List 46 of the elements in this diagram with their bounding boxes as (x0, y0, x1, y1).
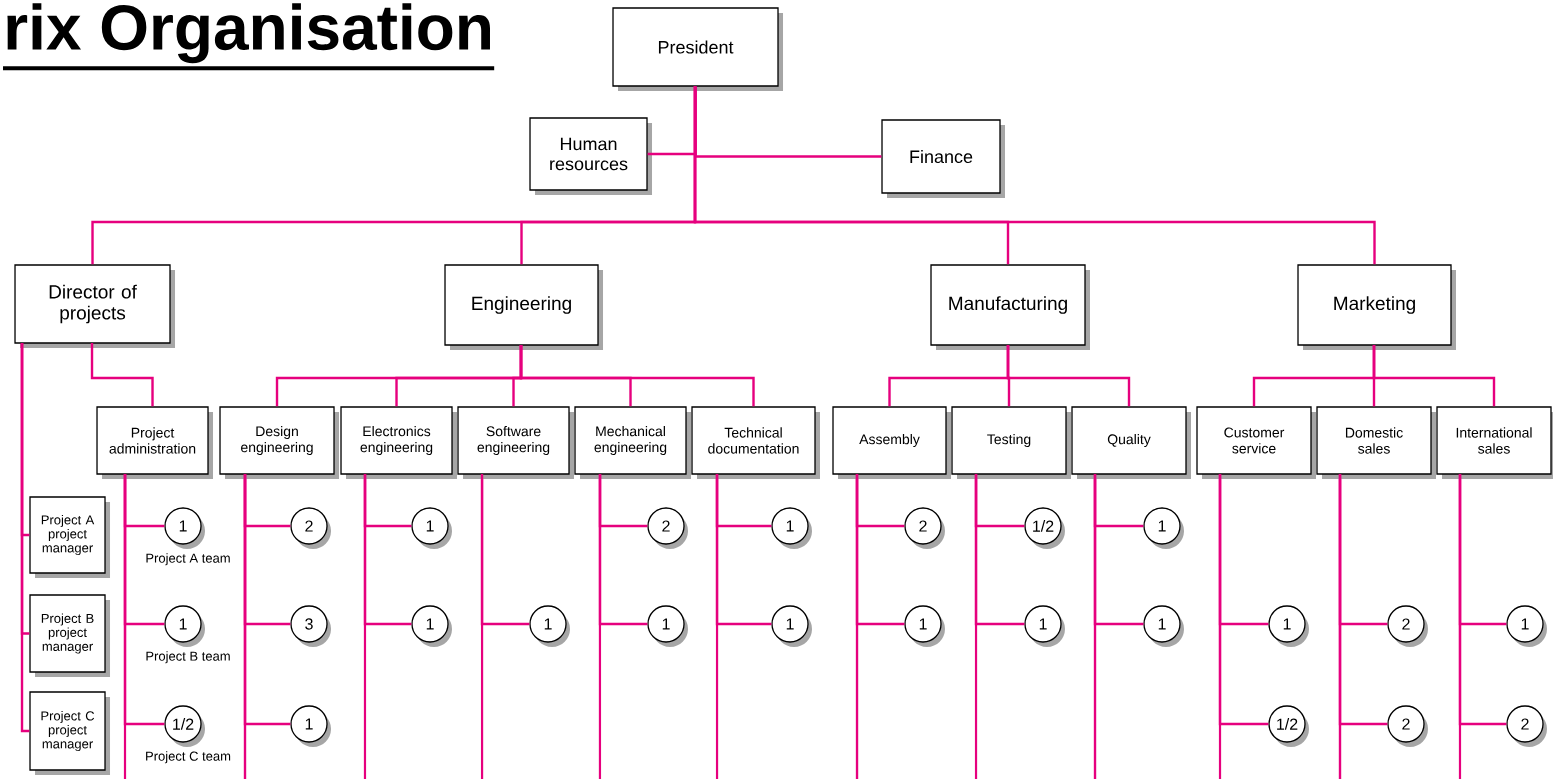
org-box: Software engineering (457, 406, 574, 479)
team-label: Project A team (146, 553, 230, 566)
connector-line (598, 474, 648, 626)
org-box: Manufacturing (930, 264, 1090, 350)
org-box: International sales (1436, 406, 1553, 479)
org-box: Project B project manager (29, 594, 110, 677)
connector-line (715, 474, 772, 626)
connector-line (243, 474, 291, 726)
connector-line (363, 474, 412, 626)
connector-line (90, 343, 154, 407)
connector-line (20, 343, 30, 733)
connector-line (1372, 345, 1496, 407)
org-box: Project A project manager (29, 496, 110, 578)
connector-line (1338, 474, 1388, 726)
connector-line (1218, 474, 1269, 726)
org-box: Mechanical engineering (574, 406, 691, 479)
org-box: Customer service (1196, 406, 1316, 479)
org-box: Project administration (96, 406, 213, 479)
connector-line (519, 345, 755, 407)
team-label: Project B team (146, 651, 230, 664)
connector-line (694, 86, 882, 158)
org-box: Engineering (444, 264, 603, 350)
org-box: Design engineering (219, 406, 339, 479)
connector-line (1093, 474, 1144, 626)
org-box: Assembly (832, 406, 951, 479)
org-box: Human resources (529, 117, 652, 195)
title: rix Organisation (7, 3, 490, 64)
org-box: President (612, 7, 783, 91)
org-box: Technical documentation (691, 406, 820, 479)
node-label: 1 (1521, 618, 1529, 630)
connector-line (855, 474, 905, 626)
connector-line (693, 86, 1376, 265)
org-box: Marketing (1297, 264, 1456, 350)
org-box: Finance (881, 119, 1005, 198)
team-label: Project C team (146, 751, 231, 764)
connector-line (1006, 345, 1131, 407)
connector-line (974, 474, 1025, 626)
connector-line (123, 474, 165, 726)
org-box: Electronics engineering (340, 406, 457, 479)
connector-line (480, 474, 530, 626)
org-box: Director of projects (14, 264, 175, 348)
org-box: Domestic sales (1316, 406, 1436, 479)
connector-line (1458, 474, 1507, 726)
org-box: Testing (951, 406, 1071, 479)
org-box: Quality (1071, 406, 1191, 479)
org-box: Project C project manager (29, 691, 110, 775)
